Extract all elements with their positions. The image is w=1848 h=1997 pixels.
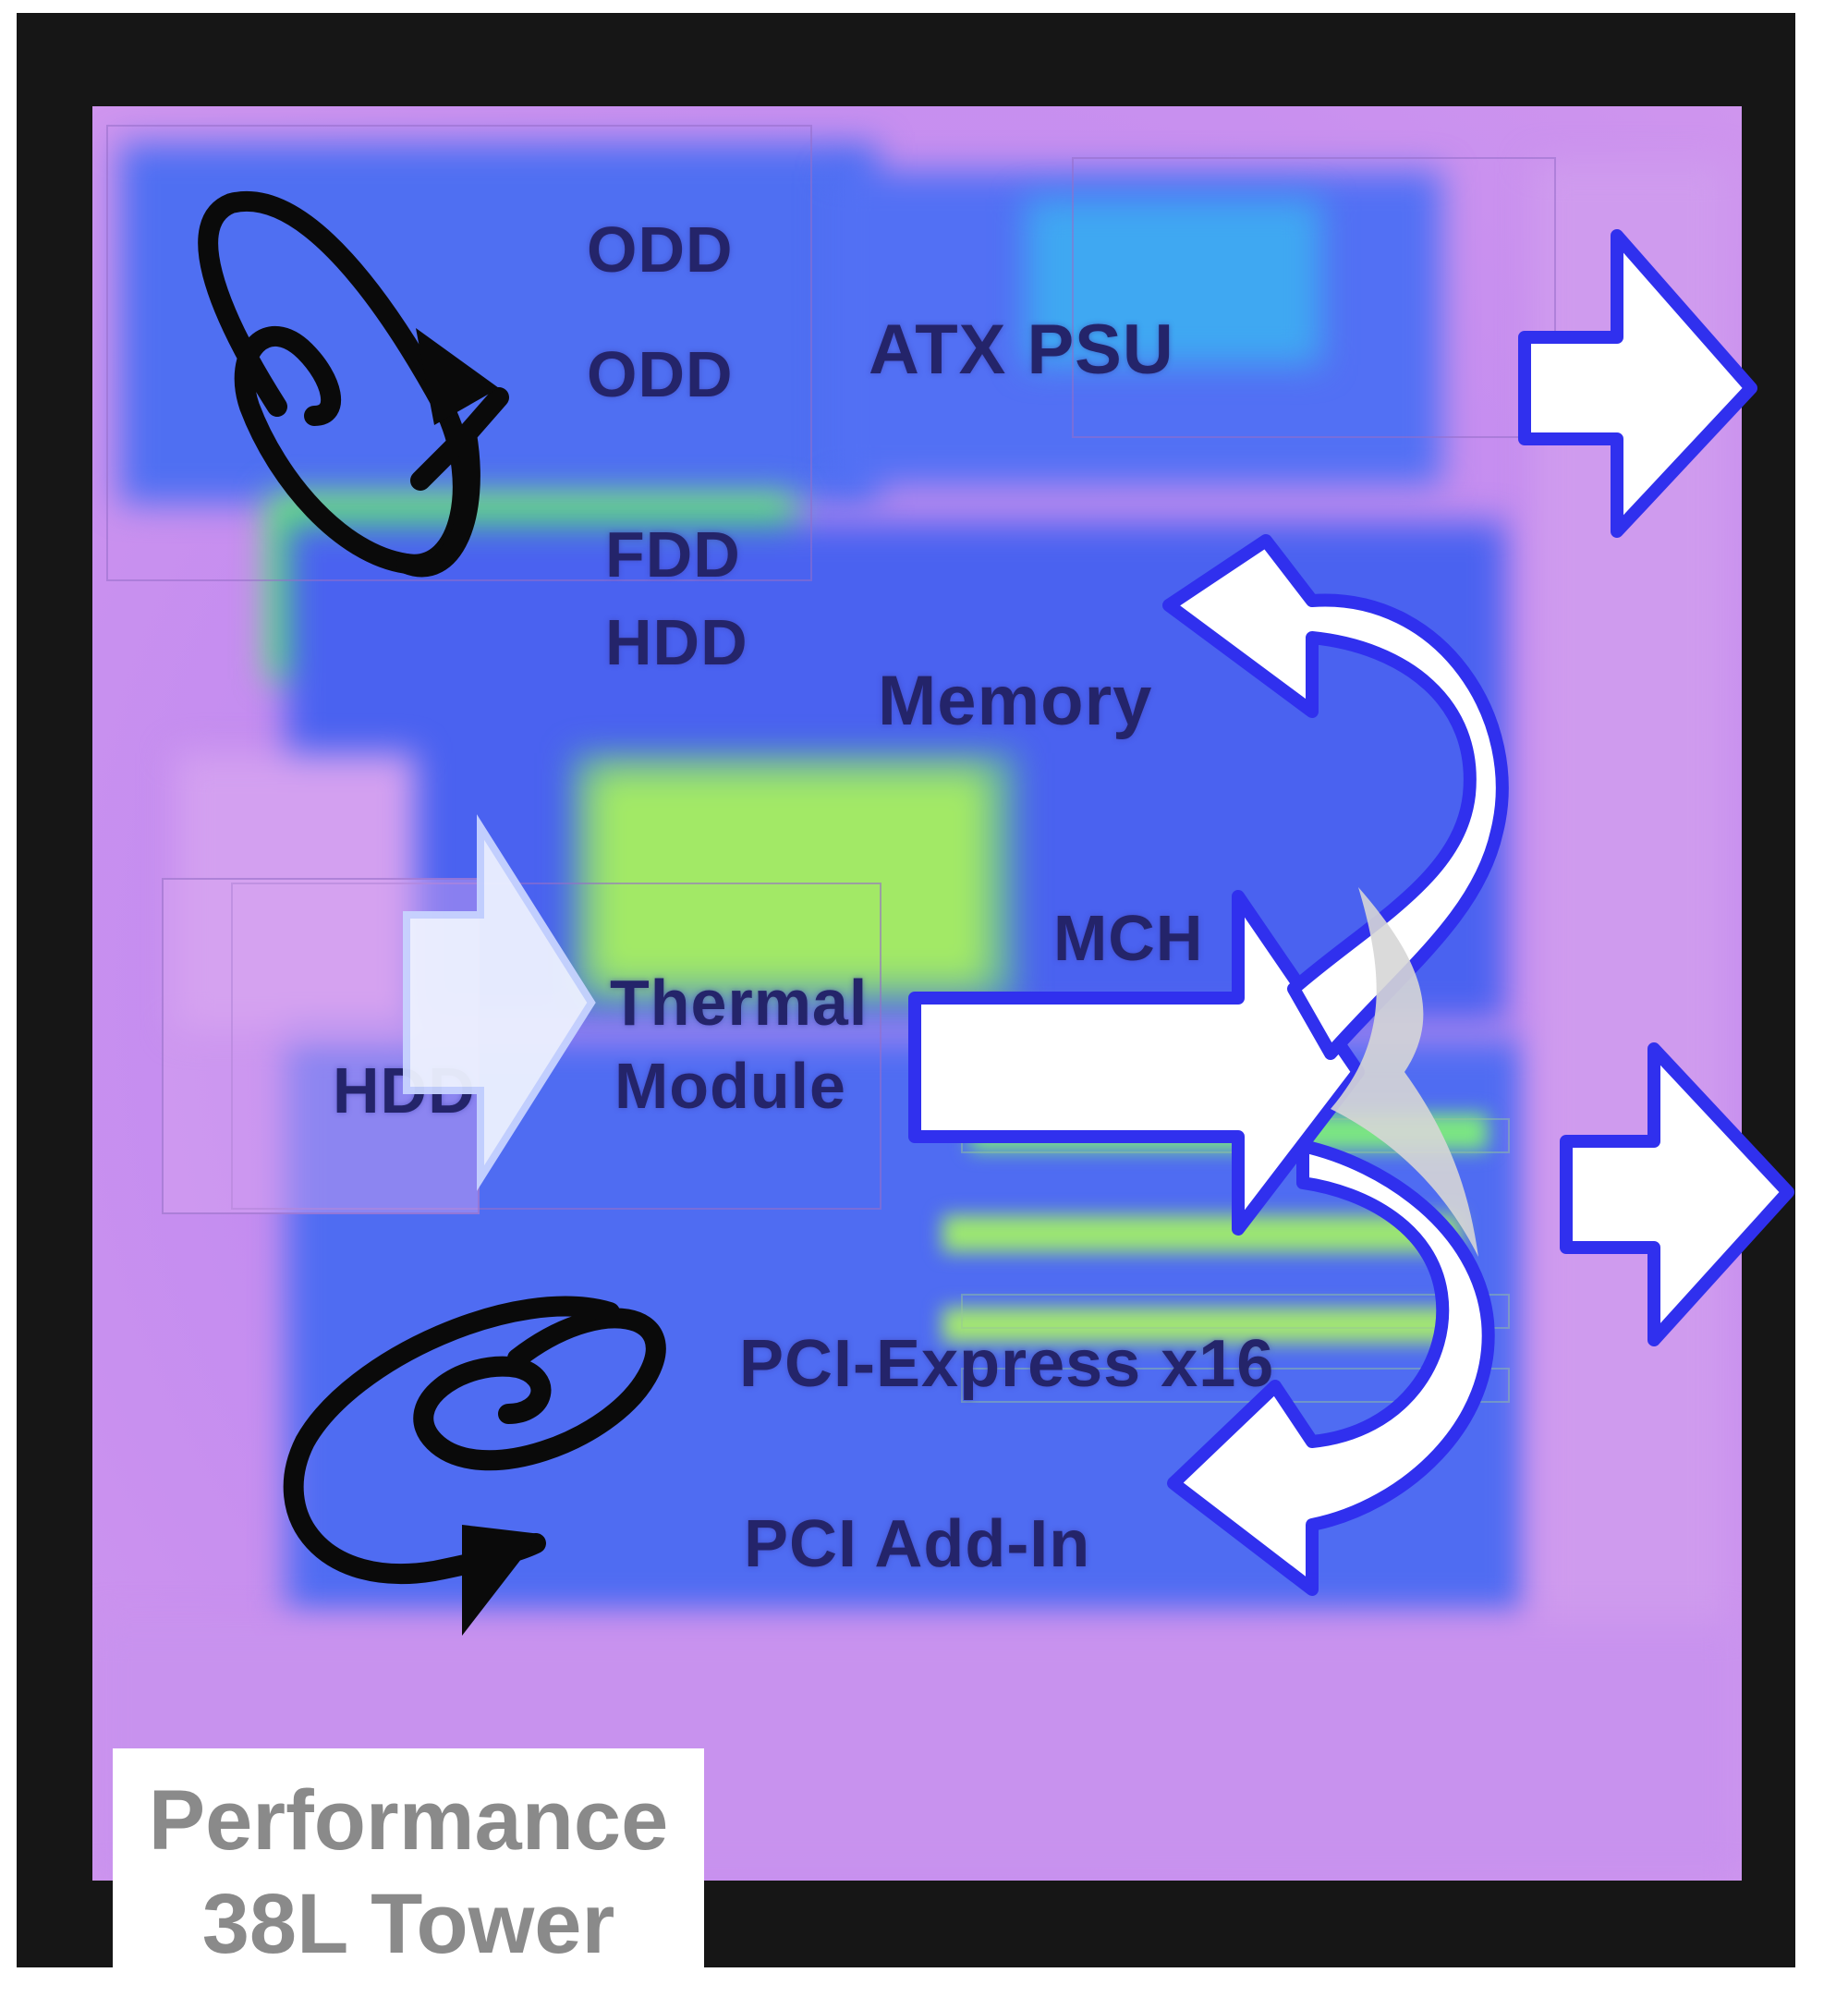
arrow-right-icon: [1518, 229, 1757, 538]
fan-arrowhead-bottom: [462, 1525, 541, 1636]
label-pci-addin: PCI Add-In: [744, 1507, 1091, 1581]
label-odd-bottom: ODD: [587, 338, 734, 410]
curved-arrow-icon: [1162, 534, 1509, 1060]
pci-slot-1: [961, 1294, 1510, 1329]
label-fdd: FDD: [605, 518, 741, 591]
intake-arrow-icon: [403, 814, 596, 1191]
caption-line-2: 38L Tower: [201, 1877, 615, 1971]
label-hdd-top: HDD: [605, 606, 748, 678]
zone-left-hdd: [176, 753, 416, 1030]
label-mch: MCH: [1053, 902, 1204, 974]
label-memory: Memory: [878, 662, 1153, 740]
label-module: Module: [614, 1050, 846, 1122]
caption-box: Performance 38L Tower: [113, 1748, 704, 1997]
zone-pci-stripe-3: [942, 1308, 1460, 1343]
arrow-right-icon: [1560, 1042, 1794, 1346]
fan-arrowhead-top: [416, 328, 499, 425]
pci-slot-2: [961, 1368, 1510, 1403]
thermal-module-outline: [231, 883, 881, 1210]
zone-pci-stripe-2: [942, 1215, 1460, 1252]
arrow-overlap: [1331, 887, 1478, 1257]
arrow-right-icon: [908, 890, 1365, 1236]
label-thermal: Thermal: [610, 967, 869, 1039]
zone-hotspot-green: [573, 753, 1016, 1003]
zone-psu-core: [1026, 199, 1321, 365]
fan-swirl-icon: [198, 191, 509, 578]
label-pci-express: PCI-Express x16: [739, 1327, 1275, 1401]
psu-outline: [1072, 157, 1556, 438]
curved-arrow-icon: [1167, 1139, 1495, 1596]
label-odd-top: ODD: [587, 213, 734, 286]
drive-bay-outline: [106, 125, 812, 581]
label-atx-psu: ATX PSU: [869, 311, 1174, 389]
caption-line-1: Performance: [148, 1773, 669, 1868]
